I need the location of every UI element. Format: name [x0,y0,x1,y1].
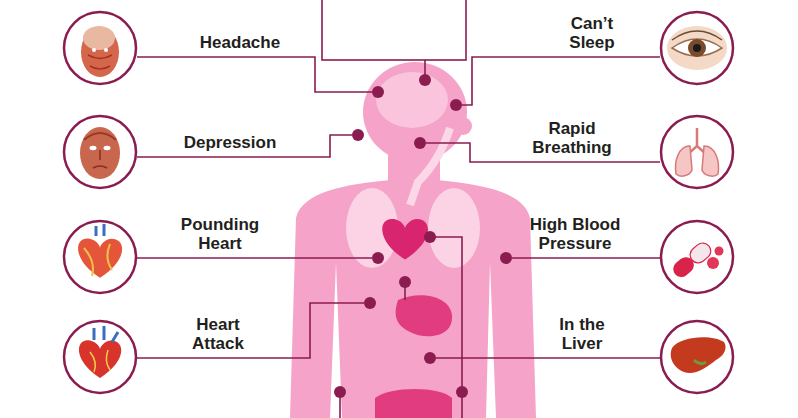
pounding-heart-icon-part [78,239,122,278]
eye-icon-part [672,31,722,40]
headache-icon [81,26,119,77]
lungs-icon-part [676,146,692,176]
marker-dots-part [450,99,462,111]
liver-icon-part [694,360,706,364]
callout-circles [64,12,733,393]
heart-attack-icon-part [90,350,110,372]
pounding-heart-icon-part [84,244,112,276]
marker-dots-part [414,137,426,149]
callout-circles-part [661,321,733,393]
callout-label: Rapid Breathing [522,119,622,157]
callout-label: In the Liver [549,315,615,353]
body-silhouette-part [454,117,472,135]
callout-circles-part [661,12,733,84]
depression-icon-part [84,133,116,140]
liver-icon-part [671,337,726,373]
pill-icon-part [707,257,719,269]
body-silhouette-part [290,180,536,418]
leader-lines-part [424,60,426,76]
leader-lines [137,57,660,418]
marker-dots [334,74,512,398]
inner-organs-part [396,295,452,336]
liver-icon [671,337,726,373]
top-box [322,0,466,60]
depression-icon-part [93,150,107,168]
eye-icon-part [688,39,706,57]
callout-label: Heart Attack [182,315,254,353]
inner-organs-part-part [382,219,428,260]
heart-attack-icon-part [94,326,118,342]
pounding-heart-icon [78,224,122,278]
inner-organs-part [376,72,448,128]
inner-organs-part [382,219,428,260]
marker-dots-part [372,252,384,264]
callout-circles-part [64,321,136,393]
marker-dots-part [456,386,468,398]
callout-circles-part [661,221,733,293]
pill-icon [670,240,723,281]
marker-dots-part [424,352,436,364]
eye-icon-part [672,39,722,56]
marker-dots-part [399,276,411,288]
marker-dots-part [500,252,512,264]
lungs-icon-part [702,146,718,176]
marker-dots-part [334,386,346,398]
inner-organs-part [428,188,480,268]
headache-icon-part [83,26,115,50]
eye-icon-part [693,44,701,52]
headache-icon-part [104,48,108,52]
callout-circles-part [661,116,733,188]
leader-lines-part [137,257,372,259]
callout-circles-part [64,12,136,84]
eye-icon [667,26,727,70]
pounding-heart-icon-part-part [78,239,122,278]
pill-icon-part [670,240,714,281]
marker-dots-part [372,86,384,98]
callout-label: Headache [175,33,305,52]
lungs-icon [676,128,719,176]
callout-label: Depression [160,133,300,152]
headache-icon-part [92,48,96,52]
depression-icon-part [104,146,111,150]
heart-attack-icon [79,326,121,378]
callout-label: Can’t Sleep [561,14,623,52]
callout-label: Pounding Heart [170,215,270,253]
callout-circles-part [64,116,136,188]
eye-icon-part [667,26,727,70]
depression-icon-part [80,127,120,179]
pounding-heart-icon-part [96,224,104,236]
pill-icon-part [715,247,724,256]
callout-label: High Blood Pressure [519,215,631,253]
heart-attack-icon-part [79,340,121,378]
marker-dots-part [419,74,431,86]
depression-icon-part [90,146,97,150]
leader-lines-part [436,357,660,359]
marker-dots-part [352,129,364,141]
headache-icon-part [88,55,112,69]
leader-lines-part [512,257,660,259]
heart-attack-icon-part-part [79,340,121,378]
leader-lines-part [462,57,660,105]
leader-lines-part [137,303,364,358]
callout-circles-part [64,221,136,293]
marker-dots-part [364,297,376,309]
headache-icon-part [81,27,119,77]
depression-icon [80,127,120,179]
body-silhouette [290,62,536,418]
inner-organs [346,72,480,418]
marker-dots-part [424,231,436,243]
inner-organs-part [375,389,452,418]
leader-lines-part [137,57,372,92]
